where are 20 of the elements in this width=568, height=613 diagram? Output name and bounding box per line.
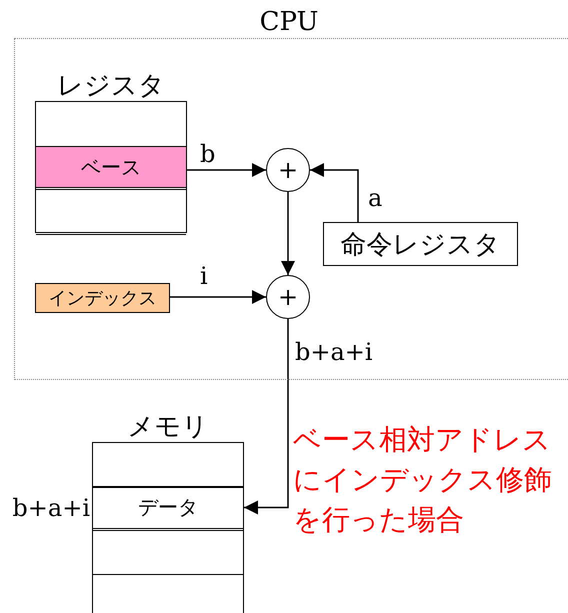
- arrow: [244, 319, 289, 514]
- edge-label: b+a+i: [295, 338, 373, 366]
- adder-circle: +: [266, 275, 310, 319]
- arrow: [310, 163, 359, 222]
- arrow: [187, 163, 266, 177]
- stack-title: レジスタ: [56, 70, 166, 101]
- base-register-row: ベース: [35, 146, 187, 188]
- instruction-register-box: 命令レジスタ: [323, 222, 518, 266]
- adder-circle: +: [266, 148, 310, 192]
- edge-label: b: [200, 140, 216, 168]
- data-row: データ: [92, 486, 244, 529]
- edge-label: i: [200, 262, 208, 290]
- row-address-label: b+a+i: [11, 492, 90, 524]
- arrow: [281, 192, 295, 275]
- arrow: [170, 290, 266, 304]
- stack-title: メモリ: [126, 410, 210, 442]
- index-register-box: インデックス: [35, 283, 170, 313]
- edge-label: a: [368, 184, 382, 212]
- note-text: ベース相対アドレスにインデックス修飾を行った場合: [293, 422, 553, 538]
- frame-title: CPU: [258, 6, 320, 38]
